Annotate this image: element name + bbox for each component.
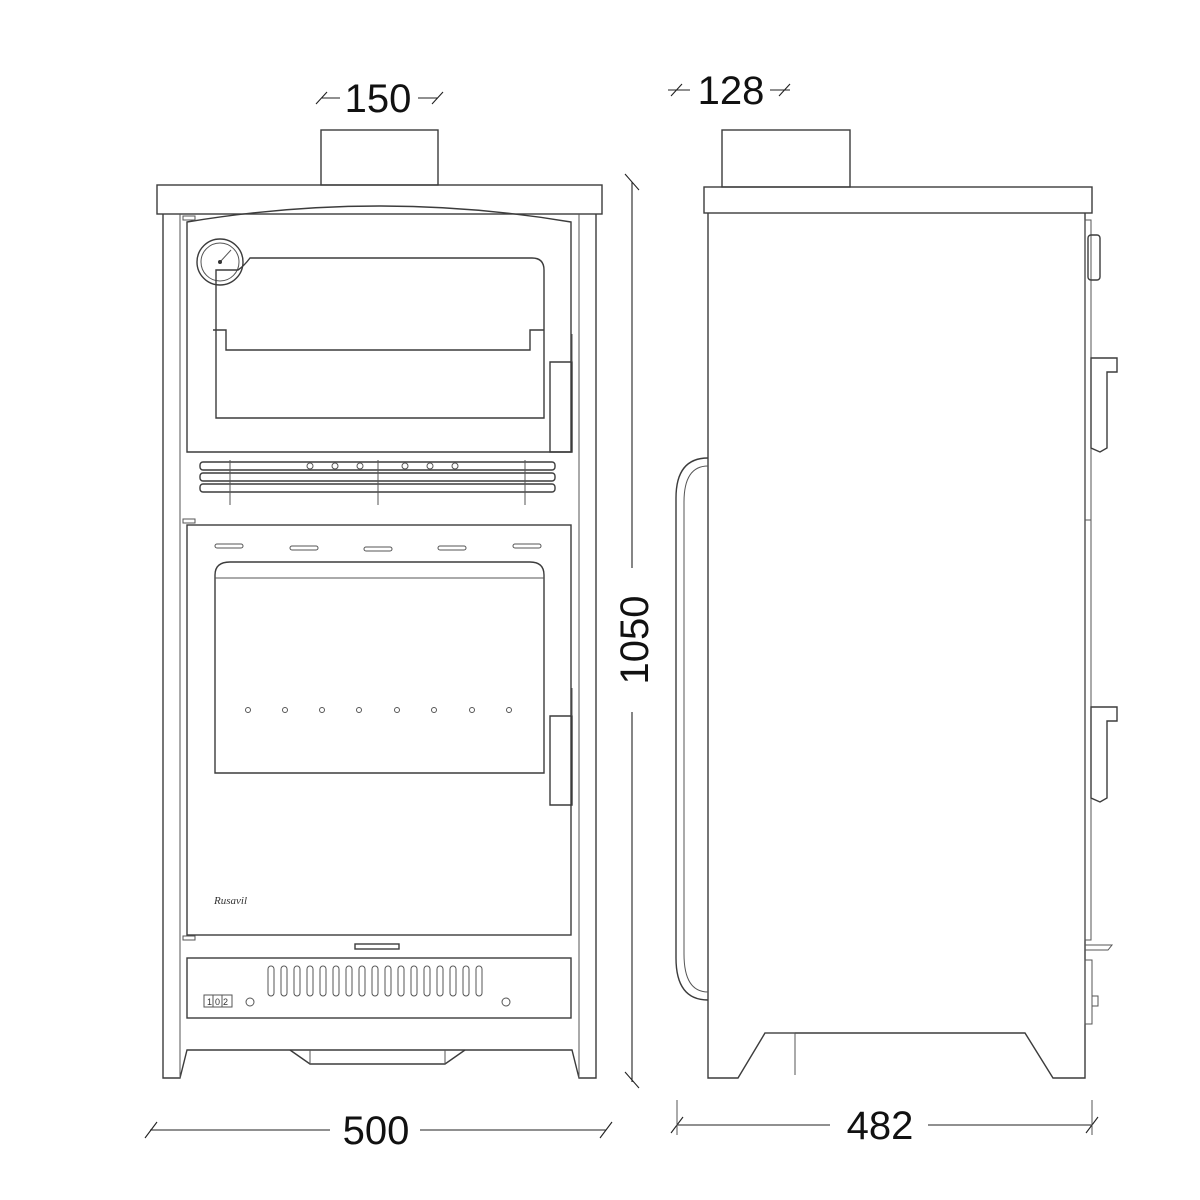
drawer-slot <box>293 965 301 997</box>
thermometer-gauge <box>196 238 244 286</box>
dim-flue-side: 128 <box>698 69 765 113</box>
front-top-plate <box>156 184 603 215</box>
front-flue <box>320 129 439 186</box>
fire-door <box>186 524 572 936</box>
dim-flue-front: 150 <box>345 77 412 121</box>
drawer-slot <box>280 965 288 997</box>
dim-depth: 482 <box>847 1104 914 1148</box>
drawer-slot <box>306 965 314 997</box>
oven-rack <box>213 329 544 351</box>
side-oven-handle <box>1090 357 1118 453</box>
dimension-lines <box>144 83 1099 1139</box>
dim-height: 1050 <box>613 596 657 685</box>
brand-logo: Rusavil <box>213 895 247 907</box>
drawer-slot <box>462 965 470 997</box>
drawer-slot <box>319 965 327 997</box>
side-handle <box>675 457 709 1001</box>
drawer-slot <box>332 965 340 997</box>
front-body-outline <box>162 214 597 1079</box>
oven-door <box>186 205 572 453</box>
side-flue <box>721 129 851 188</box>
side-thermometer <box>1087 234 1101 281</box>
drawer-slot <box>397 965 405 997</box>
drawer-slot <box>371 965 379 997</box>
drawer-slot <box>475 965 483 997</box>
side-view <box>675 129 1118 1079</box>
drawer-slots <box>267 965 483 997</box>
fire-window <box>214 561 545 774</box>
side-fire-handle <box>1090 706 1118 803</box>
front-base <box>289 1049 466 1065</box>
front-view: Rusavil 102 <box>156 129 603 1079</box>
oven-window <box>215 257 545 419</box>
drawer-slot <box>267 965 275 997</box>
counter-box <box>203 994 233 1008</box>
drawer-slot <box>449 965 457 997</box>
drawer-slot <box>358 965 366 997</box>
counter-digits: 102 <box>207 997 231 1007</box>
drawer-slot <box>423 965 431 997</box>
fire-door-handle <box>549 715 573 806</box>
ash-drawer <box>186 957 572 1019</box>
drawer-slot <box>436 965 444 997</box>
drawer-slot <box>345 965 353 997</box>
air-slots <box>214 543 542 552</box>
side-top-plate <box>703 186 1093 214</box>
side-body-outline <box>707 213 1086 1079</box>
ash-drawer-handle <box>354 943 400 950</box>
air-knob-right <box>501 997 511 1007</box>
dim-width: 500 <box>343 1109 410 1153</box>
drawer-slot <box>410 965 418 997</box>
drawer-slot <box>384 965 392 997</box>
air-knob-left <box>245 997 255 1007</box>
oven-handle <box>549 361 573 453</box>
fire-window-bolts <box>245 707 512 713</box>
vent-grille <box>199 460 556 505</box>
